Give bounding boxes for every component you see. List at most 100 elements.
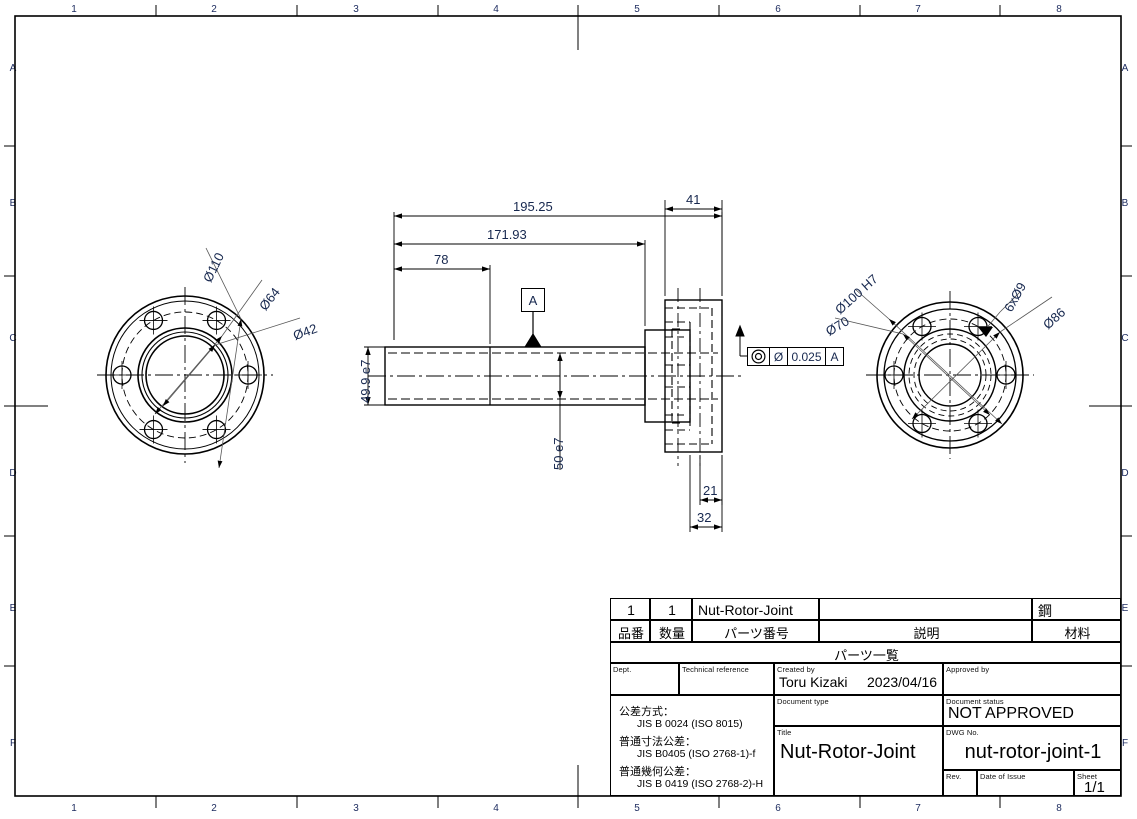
dim-195-25: 195.25 [513, 199, 553, 214]
zone-left-a: A [9, 63, 17, 74]
tolerance-note-4: JIS B0405 (ISO 2768-1)-f [637, 748, 756, 760]
tolerance-note-2: JIS B 0024 (ISO 8015) [637, 718, 743, 730]
zone-right-c: C [1121, 333, 1129, 344]
parts-item-no-value: 1 [610, 598, 650, 620]
titleblock-dept-label: Dept. [613, 665, 632, 674]
tolerance-note-1: 公差方式： [619, 705, 674, 718]
tolerance-note-5: 普通幾何公差： [619, 765, 696, 778]
tolerance-datum-ref: A [830, 349, 839, 364]
titleblock-document-type: Document type [774, 695, 943, 726]
titleblock-document-status: Document status NOT APPROVED [943, 695, 1121, 726]
titleblock-rev: Rev. [943, 770, 977, 796]
dim-171-93: 171.93 [487, 227, 527, 242]
parts-header-item-no: 品番 [610, 620, 650, 642]
parts-header-qty-text: 数量 [658, 627, 685, 642]
parts-list-caption: パーツ一覧 [610, 642, 1121, 663]
titleblock-title-value: Nut-Rotor-Joint [780, 741, 916, 763]
zone-bottom-8: 8 [1056, 803, 1062, 814]
zone-right-e: E [1121, 603, 1129, 614]
zone-top-5: 5 [634, 4, 640, 15]
zone-left-d: D [9, 468, 17, 479]
zone-bottom-3: 3 [353, 803, 359, 814]
tolerance-value: 0.025 [788, 348, 826, 365]
parts-header-qty: 数量 [650, 620, 692, 642]
titleblock-created-by-label: Created by [777, 665, 815, 674]
zone-right-b: B [1121, 198, 1129, 209]
parts-header-item-no-text: 品番 [617, 627, 644, 642]
zone-bottom-4: 4 [493, 803, 499, 814]
titleblock-date-of-issue: Date of Issue [977, 770, 1074, 796]
zone-bottom-7: 7 [915, 803, 921, 814]
parts-qty-text: 1 [668, 602, 676, 618]
datum-a-symbol [524, 311, 542, 348]
parts-qty-value: 1 [650, 598, 692, 620]
zone-left-b: B [9, 198, 17, 209]
dim-41: 41 [686, 192, 701, 207]
titleblock-document-status-label: Document status [946, 697, 1004, 706]
titleblock-created-by-value: Toru Kizaki [779, 674, 848, 690]
left-flange-geometry [97, 247, 301, 469]
titleblock-sheet-label: Sheet [1077, 772, 1098, 781]
parts-header-material-text: 材料 [1064, 627, 1091, 642]
parts-header-material: 材料 [1032, 620, 1121, 642]
titleblock-sheet-value: 1/1 [1084, 779, 1105, 796]
titleblock-document-status-value: NOT APPROVED [948, 705, 1074, 722]
geometric-tolerance-frame: Ø 0.025 A [747, 347, 844, 366]
parts-part-number-text: Nut-Rotor-Joint [698, 602, 793, 618]
right-flange-geometry [834, 288, 1053, 459]
zone-bottom-2: 2 [211, 803, 217, 814]
titleblock-rev-label: Rev. [946, 772, 962, 781]
tolerance-diameter-symbol: Ø [770, 348, 788, 365]
zone-left-f: F [9, 738, 17, 749]
concentricity-icon [748, 348, 770, 365]
titleblock-document-type-label: Document type [777, 697, 829, 706]
titleblock-sheet: Sheet 1/1 [1074, 770, 1121, 796]
zone-bottom-1: 1 [71, 803, 77, 814]
section-geometry [364, 200, 748, 532]
zone-top-6: 6 [775, 4, 781, 15]
dim-78: 78 [434, 252, 449, 267]
parts-description-value [819, 598, 1032, 620]
parts-header-part-number: パーツ番号 [692, 620, 819, 642]
titleblock-dwg-no-label: DWG No. [946, 728, 979, 737]
parts-header-description-text: 説明 [913, 627, 940, 642]
titleblock-dwg-no: DWG No. nut-rotor-joint-1 [943, 726, 1121, 770]
titleblock-tolerance-notes: 公差方式： JIS B 0024 (ISO 8015) 普通寸法公差： JIS … [610, 695, 774, 796]
zone-right-a: A [1121, 63, 1129, 74]
zone-top-8: 8 [1056, 4, 1062, 15]
parts-part-number-value: Nut-Rotor-Joint [692, 598, 819, 620]
zone-bottom-6: 6 [775, 803, 781, 814]
titleblock-title: Title Nut-Rotor-Joint [774, 726, 943, 796]
titleblock-approved-by-label: Approved by [946, 665, 990, 674]
tolerance-note-3: 普通寸法公差： [619, 735, 696, 748]
tolerance-note-6: JIS B 0419 (ISO 2768-2)-H [637, 778, 764, 790]
titleblock-created-date-value: 2023/04/16 [867, 674, 938, 690]
zone-top-4: 4 [493, 4, 499, 15]
parts-material-text: 鋼 [1038, 604, 1052, 620]
titleblock-technical-reference: Technical reference [679, 663, 774, 695]
titleblock-approved-by: Approved by [943, 663, 1121, 695]
zone-right-f: F [1121, 738, 1129, 749]
parts-header-part-number-text: パーツ番号 [724, 627, 789, 642]
dim-49-9-e7: 49.9 e7 [358, 359, 373, 403]
dim-21: 21 [703, 483, 718, 498]
zone-bottom-5: 5 [634, 803, 640, 814]
parts-list-caption-text: パーツ一覧 [834, 649, 899, 663]
titleblock-dwg-no-value: nut-rotor-joint-1 [964, 741, 1102, 763]
zone-top-3: 3 [353, 4, 359, 15]
titleblock-created-by: Created by Toru Kizaki 2023/04/16 [774, 663, 943, 695]
parts-item-no-text: 1 [627, 602, 635, 618]
zone-left-c: C [9, 333, 17, 344]
dim-32: 32 [697, 510, 712, 525]
datum-label-a: A [521, 288, 545, 312]
parts-material-value: 鋼 [1032, 598, 1121, 620]
titleblock-date-of-issue-label: Date of Issue [980, 772, 1026, 781]
zone-top-7: 7 [915, 4, 921, 15]
zone-left-e: E [9, 603, 17, 614]
titleblock-title-label: Title [777, 728, 792, 737]
titleblock-dept: Dept. [610, 663, 679, 695]
zone-top-1: 1 [71, 4, 77, 15]
parts-header-description: 説明 [819, 620, 1032, 642]
